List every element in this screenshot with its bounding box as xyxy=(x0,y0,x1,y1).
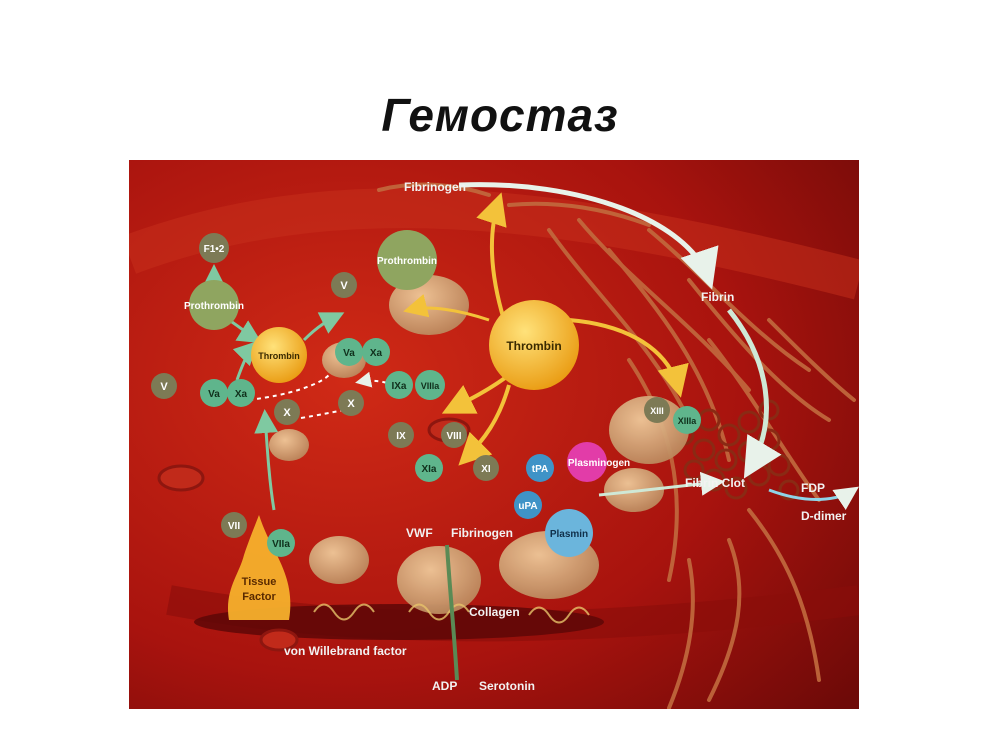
ix-node: IX xyxy=(388,422,414,448)
arrow-fibrin-to-clot xyxy=(727,308,782,479)
viia-label: VIIa xyxy=(272,539,290,550)
xa-mid-label: Xa xyxy=(370,348,383,359)
collagen-fibers xyxy=(313,603,590,624)
xi-node: XI xyxy=(473,455,499,481)
xiii-label: XIII xyxy=(650,406,664,416)
fibrin-label: Fibrin xyxy=(701,290,734,304)
x-left-label: X xyxy=(283,407,291,419)
plasmin-node: Plasmin xyxy=(545,509,593,557)
va-left-label: Va xyxy=(208,389,220,400)
x-mid-label: X xyxy=(347,398,355,410)
arrow-vwf-down xyxy=(445,544,459,681)
xa-left-label: Xa xyxy=(235,389,248,400)
plasminogen-node: Plasminogen xyxy=(567,442,630,482)
viia-node: VIIa xyxy=(267,529,295,557)
arrow-clot-to-fdp xyxy=(768,486,859,510)
v-top-label: V xyxy=(340,280,348,292)
f12-node: F1•2 xyxy=(199,233,229,263)
thrombin-small-label: Thrombin xyxy=(258,351,300,361)
fdp-label: FDP xyxy=(801,481,825,495)
arrow-fibrinogen-to-fibrin xyxy=(458,182,719,290)
tpa-label: tPA xyxy=(532,464,548,475)
red-blood-cell xyxy=(157,464,205,492)
ixa-label: IXa xyxy=(391,381,406,392)
xia-label: XIa xyxy=(421,464,436,475)
prothrombin-top-node: Prothrombin xyxy=(377,230,437,290)
ix-label: IX xyxy=(396,431,406,442)
prothrombin-left-node: Prothrombin xyxy=(184,280,244,330)
plasmin-label: Plasmin xyxy=(550,529,588,540)
fibrinogen-bottom-label: Fibrinogen xyxy=(451,526,513,540)
xia-node: XIa xyxy=(415,454,443,482)
x-left-node: X xyxy=(274,399,300,425)
hemostasis-diagram: F1•2 Prothrombin Thrombin Prothrombin V … xyxy=(129,160,859,709)
viii-node: VIII xyxy=(441,422,467,448)
vii-label: VII xyxy=(228,521,240,532)
va-xa-left-node: Va Xa xyxy=(200,379,255,407)
upa-label: uPA xyxy=(518,501,537,512)
va-mid-label: Va xyxy=(343,348,355,359)
collagen-label: Collagen xyxy=(469,605,520,619)
arrow-thrombin-to-xi xyxy=(458,384,511,466)
vwf-label: VWF xyxy=(406,526,433,540)
x-mid-node: X xyxy=(338,390,364,416)
arrow-thrombin-to-fibrinogen xyxy=(476,192,507,321)
thrombin-small-node: Thrombin xyxy=(251,327,307,383)
upa-node: uPA xyxy=(514,491,542,519)
thrombin-big-label: Thrombin xyxy=(506,339,561,353)
arrow-prothrombin-to-thrombin xyxy=(228,318,263,344)
vii-node: VII xyxy=(221,512,247,538)
f12-label: F1•2 xyxy=(204,244,225,255)
arrow-viia-to-xa xyxy=(254,409,279,511)
fibrin-clot-label: Fibrin Clot xyxy=(685,476,745,490)
viiia-label: VIIIa xyxy=(421,381,441,391)
tissue-factor-label-2: Factor xyxy=(242,591,276,603)
serotonin-label: Serotonin xyxy=(479,679,535,693)
arrow-thrombin-to-v xyxy=(403,294,490,322)
d-dimer-label: D-dimer xyxy=(801,509,847,523)
va-xa-mid-node: Va Xa xyxy=(335,338,390,366)
v-left-label: V xyxy=(160,381,168,393)
prothrombin-top-label: Prothrombin xyxy=(377,256,437,267)
arrow-plasmin-to-clot xyxy=(598,471,725,497)
xiii-xiiia-node: XIII XIIIa xyxy=(644,397,701,434)
xiiia-label: XIIIa xyxy=(678,416,698,426)
fibrinogen-top-label: Fibrinogen xyxy=(404,180,466,194)
arrow-xa-left-to-xa-mid xyxy=(248,374,330,401)
von-willebrand-factor-label: von Willebrand factor xyxy=(284,644,407,658)
tpa-node: tPA xyxy=(526,454,554,482)
tissue-factor-label-1: Tissue xyxy=(242,576,277,588)
v-left-node: V xyxy=(151,373,177,399)
thrombin-big-node: Thrombin xyxy=(489,300,579,390)
viii-label: VIII xyxy=(446,431,461,442)
red-blood-cell xyxy=(259,628,299,652)
xi-label: XI xyxy=(481,464,491,475)
adp-label: ADP xyxy=(432,679,457,693)
plasminogen-label: Plasminogen xyxy=(568,458,630,469)
arrow-thrombin-to-xiii xyxy=(568,318,689,398)
prothrombin-left-label: Prothrombin xyxy=(184,301,244,312)
vessel-opening xyxy=(194,604,604,640)
arrow-thrombin-to-viii xyxy=(441,373,511,414)
tissue-factor-flame xyxy=(227,515,291,620)
v-top-node: V xyxy=(331,272,357,298)
arrow-small-thrombin-to-v xyxy=(302,312,345,342)
slide-title: Гемостаз xyxy=(381,89,619,141)
ixa-viiia-node: IXa VIIIa xyxy=(385,370,445,400)
vessel-band-top xyxy=(129,188,859,300)
